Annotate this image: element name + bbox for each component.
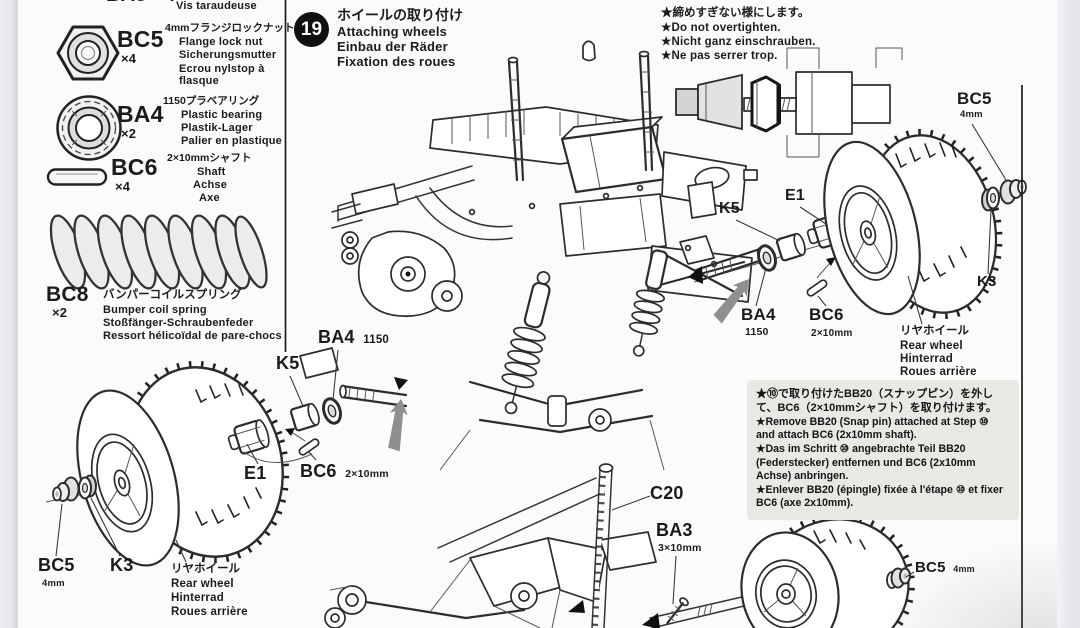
callout-bc5-size-left: 4mm bbox=[42, 578, 65, 589]
callout-bc5-size-bottom: 4mm bbox=[953, 564, 975, 574]
part-name-de-ba4: Plastik-Lager bbox=[181, 122, 253, 134]
part-name-fr-bc5: Ecrou nylstop à flasque bbox=[179, 63, 265, 87]
wheel-label-ja-right: リヤホイール bbox=[900, 325, 969, 337]
part-qty-bc5: ×4 bbox=[121, 51, 137, 66]
callout-k3-right: K3 bbox=[977, 273, 997, 290]
callout-ba3-size: 3×10mm bbox=[658, 542, 702, 554]
part-name-fr-bc8: Ressort hélicoïdal de pare-chocs bbox=[103, 330, 282, 342]
clipped-part-name-fr: Vis taraudeuse bbox=[176, 0, 257, 12]
callout-e1-right: E1 bbox=[785, 187, 805, 204]
step-title-en: Attaching wheels bbox=[337, 24, 448, 39]
wheel-label-ja-left: リヤホイール bbox=[171, 563, 240, 575]
callout-bc5-code-bottom: BC5 bbox=[915, 559, 946, 576]
wheel-label-de-left: Hinterrad bbox=[171, 592, 224, 604]
leader-lines bbox=[55, 123, 1007, 605]
wheel-label-en-right: Rear wheel bbox=[900, 340, 963, 352]
right-rear-wheel-drawing bbox=[688, 128, 1027, 324]
callout-c20: C20 bbox=[650, 483, 684, 503]
step-number-badge: 19 bbox=[294, 12, 329, 47]
callout-ba4-code: BA4 bbox=[318, 327, 355, 347]
part-name-ja-bc5: 4mmフランジロックナット bbox=[165, 22, 295, 34]
part-name-ja-bc6: 2×10mmシャフト bbox=[167, 152, 252, 164]
wheel-label-en-left: Rear wheel bbox=[171, 578, 234, 590]
note-box: ★⑩で取り付けたBB20（スナップピン）を外して、BC6（2×10mmシャフト）… bbox=[747, 380, 1019, 520]
part-name-ja-ba4: 1150プラベアリング bbox=[163, 95, 260, 107]
callout-ba4-size: 1150 bbox=[363, 334, 390, 346]
note-de: ★Das im Schritt ⑩ angebrachte Teil BB20 … bbox=[756, 443, 976, 482]
callout-bc6-code: BC6 bbox=[300, 461, 337, 481]
callout-ba3: BA3 bbox=[656, 520, 693, 540]
callout-ba4-size-right: 1150 bbox=[745, 326, 769, 338]
part-code-bc5: BC5 bbox=[117, 26, 164, 52]
callout-bc5-size-right: 4mm bbox=[960, 109, 983, 120]
wheel-label-de-right: Hinterrad bbox=[900, 353, 953, 365]
part-name-fr-bc6: Axe bbox=[199, 192, 220, 204]
callout-k3-left: K3 bbox=[110, 555, 134, 575]
warning-fr: ★Ne pas serrer trop. bbox=[661, 50, 778, 62]
chassis-lower-drawing bbox=[324, 463, 745, 628]
part-name-en-bc8: Bumper coil spring bbox=[103, 304, 207, 316]
callout-k5-left: K5 bbox=[276, 353, 300, 373]
warning-en: ★Do not overtighten. bbox=[661, 22, 781, 34]
part-qty-ba4: ×2 bbox=[121, 126, 137, 141]
callout-bc6-size: 2×10mm bbox=[345, 468, 389, 480]
callout-bc6-left: BC6 2×10mm bbox=[300, 462, 389, 482]
part-name-de-bc6: Achse bbox=[193, 179, 228, 191]
part-qty-bc8: ×2 bbox=[52, 305, 68, 320]
shaft-icon bbox=[46, 168, 108, 186]
callout-ba4-right: BA4 bbox=[741, 305, 776, 324]
hub-cross-section-detail bbox=[675, 47, 903, 158]
part-name-ja-bc8: バンパーコイルスプリング bbox=[103, 289, 242, 301]
note-ja: ★⑩で取り付けたBB20（スナップピン）を外して、BC6（2×10mmシャフト）… bbox=[756, 388, 997, 414]
callout-bc5-right: BC5 bbox=[957, 89, 992, 108]
step-title-ja: ホイールの取り付け bbox=[337, 7, 463, 23]
step-title-de: Einbau der Räder bbox=[337, 39, 448, 54]
page-rules bbox=[284, 0, 1023, 628]
callout-bc6-size-right: 2×10mm bbox=[811, 328, 853, 339]
clipped-part-code: BA3 ×4 bbox=[106, 0, 176, 6]
part-name-de-bc8: Stoßfänger-Schraubenfeder bbox=[103, 317, 254, 329]
warning-de: ★Nicht ganz einschrauben. bbox=[661, 36, 816, 48]
coil-spring-icon bbox=[49, 214, 268, 290]
warning-ja: ★締めすぎない様にします。 bbox=[661, 7, 810, 19]
page-right-margin bbox=[1057, 0, 1080, 628]
callout-bc6-right: BC6 bbox=[809, 305, 844, 324]
callout-bc5-left: BC5 bbox=[38, 555, 75, 575]
part-qty-bc6: ×4 bbox=[115, 179, 131, 194]
wheel-label-fr-left: Roues arrière bbox=[171, 606, 248, 618]
part-name-en-bc6: Shaft bbox=[197, 166, 226, 178]
bottom-right-wheel-drawing bbox=[740, 512, 915, 628]
part-name-de-bc5: Sicherungsmutter bbox=[179, 49, 277, 61]
wheel-label-fr-right: Roues arrière bbox=[900, 366, 977, 378]
note-fr: ★Enlever BB20 (épingle) fixée à l'étape … bbox=[756, 484, 1004, 510]
callout-bc5-bottom: BC5 4mm bbox=[915, 560, 975, 577]
chassis-drawing bbox=[299, 40, 758, 471]
plastic-bearing-icon bbox=[56, 95, 122, 161]
part-code-ba4: BA4 bbox=[117, 101, 164, 127]
step-title-fr: Fixation des roues bbox=[337, 54, 456, 69]
note-en: ★Remove BB20 (Snap pin) attached at Step… bbox=[756, 416, 989, 442]
part-name-en-ba4: Plastic bearing bbox=[181, 109, 263, 121]
callout-e1-left: E1 bbox=[244, 463, 267, 483]
part-name-fr-ba4: Palier en plastique bbox=[181, 135, 283, 147]
callout-k5-right: K5 bbox=[719, 200, 740, 217]
part-name-en-bc5: Flange lock nut bbox=[179, 36, 263, 48]
part-code-bc8: BC8 bbox=[46, 283, 89, 306]
callout-ba4-left: BA4 1150 bbox=[318, 328, 389, 348]
page-left-margin bbox=[0, 0, 18, 628]
flange-nut-icon bbox=[56, 25, 120, 81]
part-code-bc6: BC6 bbox=[111, 154, 158, 180]
